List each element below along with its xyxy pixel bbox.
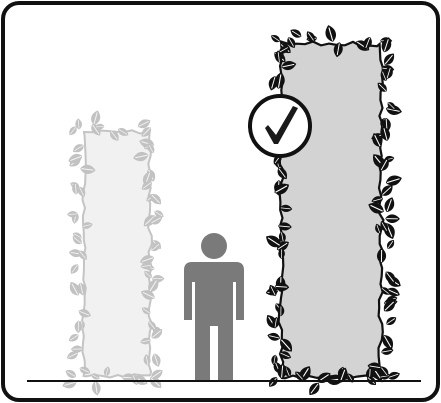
tall-hedge xyxy=(261,23,404,399)
short-hedge xyxy=(60,108,166,397)
tall-hedge-body xyxy=(277,40,385,383)
checkmark-icon xyxy=(265,106,298,144)
check-badge xyxy=(248,94,312,158)
short-hedge-body xyxy=(81,129,153,379)
person-icon xyxy=(184,233,244,380)
